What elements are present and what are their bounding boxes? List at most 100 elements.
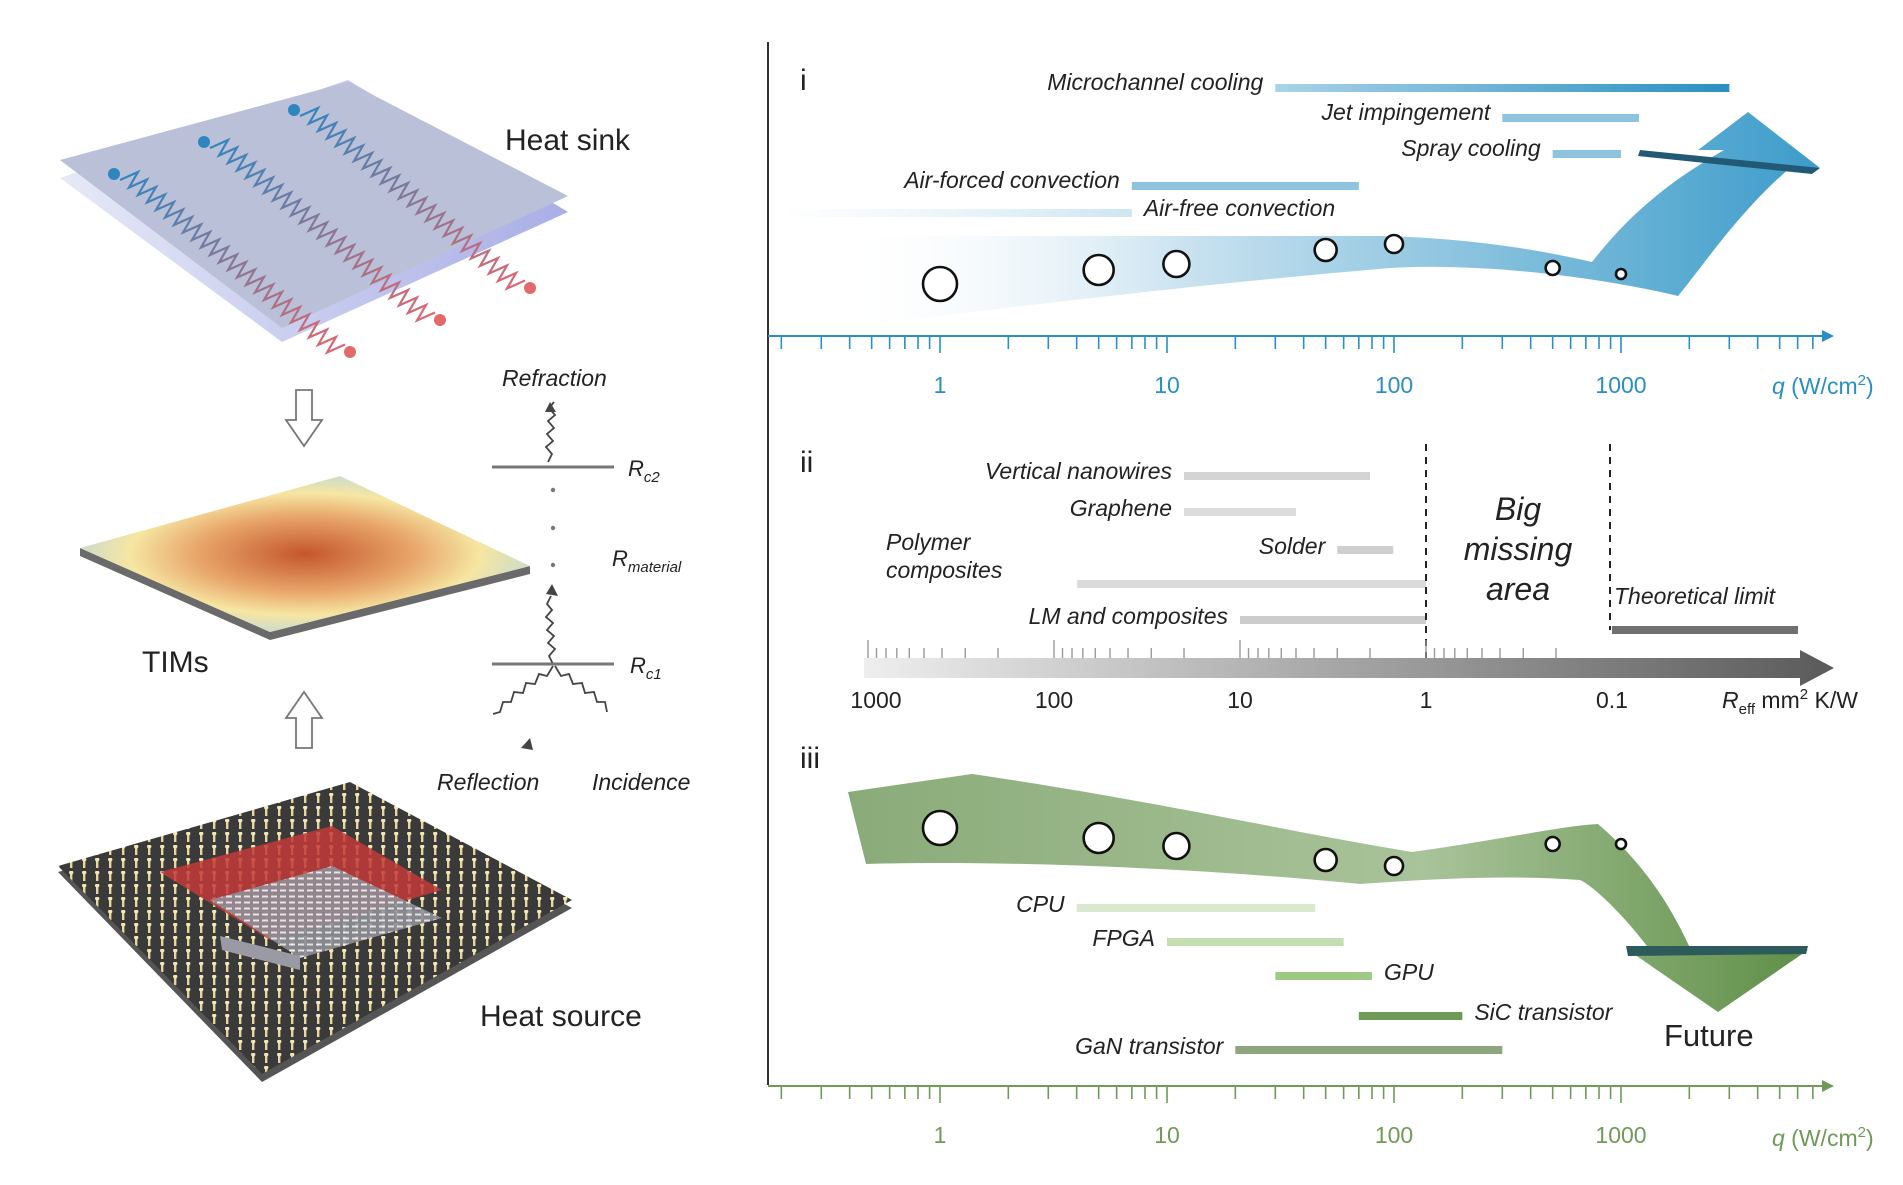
panel-ii: ii Vertical nanowiresGrapheneSolderPolym… [800, 444, 1858, 718]
range-bar-0 [1275, 84, 1730, 92]
panel-iii-circles [921, 809, 1628, 877]
tick-label-10: 10 [1227, 687, 1253, 713]
panel-i-axis-unit: q (W/cm2) [1772, 372, 1874, 399]
rc1-label: Rc1 [630, 653, 662, 683]
material-bar-2 [1337, 546, 1394, 554]
material-bar-5 [1612, 626, 1798, 634]
transmitted-arrowhead [546, 584, 558, 596]
channel-inlet-2 [288, 104, 300, 116]
future-label: Future [1664, 1018, 1754, 1053]
device-label-0: CPU [1016, 891, 1065, 917]
range-label-1: Jet impingement [1321, 99, 1492, 125]
channel-inlet-0 [108, 168, 120, 180]
device-label-3: SiC transistor [1474, 999, 1613, 1025]
material-bar-3 [1077, 580, 1426, 588]
big-missing-area-line2: missing [1464, 531, 1573, 567]
trend-circle-4 [1383, 855, 1405, 877]
panel-i-axis-arrowhead [1822, 330, 1834, 342]
device-bar-1 [1167, 938, 1344, 946]
incidence-label: Incidence [592, 769, 690, 795]
tick-label-100: 100 [1375, 372, 1413, 398]
tick-label-1: 1 [934, 1122, 947, 1148]
reflected-wave [492, 665, 554, 715]
range-label-4: Air-free convection [1142, 195, 1335, 221]
device-label-4: GaN transistor [1075, 1033, 1225, 1059]
trend-circle-6 [1614, 837, 1628, 851]
device-bar-4 [1235, 1046, 1503, 1054]
cooling-arrow-shadow [1638, 150, 1820, 174]
hollow-arrow-down-icon [284, 389, 324, 448]
chip-die-edge [220, 936, 300, 970]
tick-label-1000: 1000 [1595, 372, 1646, 398]
panel-ii-axis-unit: Reff mm2 K/W [1722, 686, 1858, 718]
material-label-5: Theoretical limit [1614, 583, 1777, 609]
green-arrow-shadow [1626, 946, 1808, 956]
trend-circle-5 [1544, 835, 1561, 853]
tims-label: TIMs [142, 646, 209, 679]
dot-1 [550, 487, 556, 493]
trend-circle-3 [1313, 847, 1338, 873]
tick-label-100: 100 [1035, 687, 1073, 713]
big-missing-area-line1: Big [1495, 491, 1541, 527]
refracted-arrowhead [545, 402, 556, 412]
channel-outlet-2 [524, 282, 536, 294]
interface-schematic: Refraction Rc2 Rmaterial Rc1 Reflection … [437, 365, 690, 795]
dot-2 [550, 525, 556, 531]
reflection-label: Reflection [437, 769, 539, 795]
trend-circle-2 [1162, 249, 1191, 279]
panel-ii-axis [864, 650, 1834, 686]
material-label-2: Solder [1259, 533, 1327, 559]
material-bar-4 [1240, 616, 1426, 624]
trend-circle-1 [1082, 253, 1115, 287]
tick-label-100: 100 [1375, 1122, 1413, 1148]
material-label-1: Graphene [1070, 495, 1172, 521]
panel-iii-ticks: 1 10 100 1000 [780, 1087, 1814, 1148]
hollow-arrow-up-icon [284, 690, 324, 749]
device-bar-0 [1076, 904, 1316, 912]
trend-circle-2 [1162, 831, 1191, 861]
tick-label-10: 10 [1154, 372, 1180, 398]
tick-label-0.1: 0.1 [1596, 687, 1628, 713]
panel-iii-axis-arrowhead [1822, 1080, 1834, 1092]
heat-sink-label: Heat sink [505, 124, 631, 157]
microchannel-pattern [108, 104, 536, 358]
material-label-4: LM and composites [1029, 603, 1229, 629]
tick-label-1000: 1000 [850, 687, 901, 713]
transmitted-wave [544, 595, 557, 665]
panel-i-circles [921, 233, 1628, 303]
range-bar-3 [1131, 182, 1359, 190]
channel-outlet-1 [434, 314, 446, 326]
device-bar-3 [1358, 1012, 1463, 1020]
range-bar-1 [1502, 114, 1639, 122]
device-bar-2 [1275, 972, 1373, 980]
material-bar-0 [1184, 472, 1371, 480]
panel-iii-label: iii [800, 742, 820, 775]
device-label-1: FPGA [1092, 925, 1155, 951]
trend-circle-0 [921, 809, 959, 847]
heat-source-graphic [58, 782, 572, 1082]
reflected-arrowhead [521, 738, 533, 750]
panel-i-label: i [800, 64, 807, 97]
trend-circle-3 [1313, 237, 1338, 263]
microchannel-2 [299, 105, 526, 291]
range-bar-air-free-convection [780, 209, 1132, 217]
left-illustration: Heat sink TIMs Heat source Refraction [58, 80, 690, 1082]
tick-label-10: 10 [1154, 1122, 1180, 1148]
refraction-label: Refraction [502, 365, 607, 391]
tick-label-1000: 1000 [1595, 1122, 1646, 1148]
device-label-2: GPU [1384, 959, 1434, 985]
dot-3 [550, 562, 556, 568]
trend-circle-6 [1614, 267, 1628, 281]
tim-graphic [80, 476, 530, 640]
trend-circle-4 [1383, 233, 1405, 255]
trend-circle-0 [921, 265, 959, 303]
microchannel-0 [119, 169, 346, 355]
rc2-label: Rc2 [628, 456, 660, 486]
heat-sink-top [60, 82, 568, 328]
tick-label-1: 1 [934, 372, 947, 398]
